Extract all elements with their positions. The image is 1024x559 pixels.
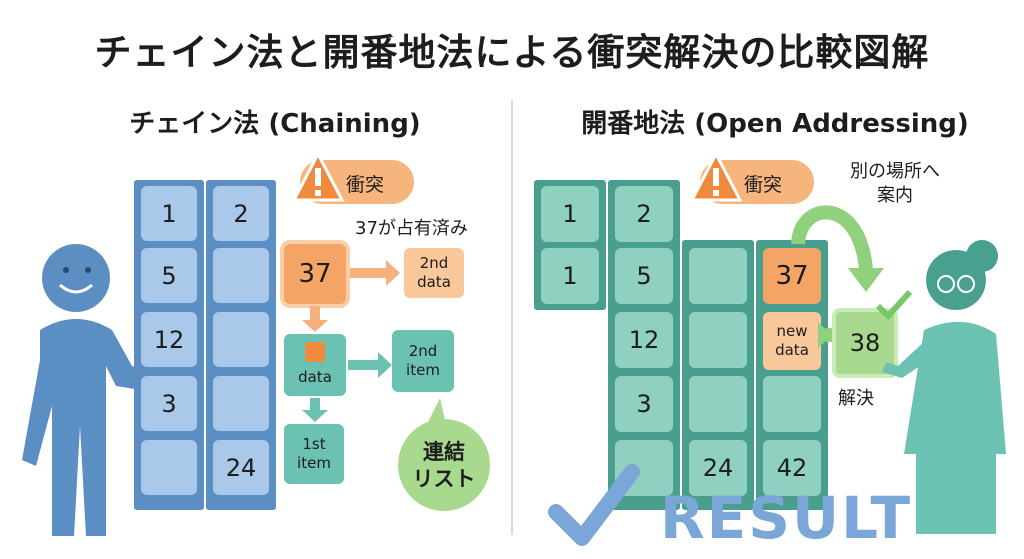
chaining-cell: 2 [213,186,269,241]
chaining-cell [213,312,269,367]
new-data-box: new data [763,312,821,370]
oa-cell: 1 [541,248,599,304]
chaining-cell: 24 [213,440,269,495]
redirect-note: 別の場所へ 案内 [850,161,940,206]
oa-cell: 2 [615,186,673,242]
oa-cell: 42 [763,440,821,496]
chaining-cell: 5 [141,248,197,303]
oa-cell: 5 [615,248,673,304]
resolved-38-box: 38 [832,308,898,378]
oa-cell: 24 [689,440,747,496]
chaining-cell [141,440,197,495]
resolved-label: 解決 [838,388,874,409]
open-addressing-heading: 開番地法 (Open Addressing) [581,109,969,139]
result-text: RESULT [660,484,913,552]
second-item-box: 2nd item [392,330,454,392]
oa-cell [689,376,747,432]
document-icon [305,342,325,362]
oa-cell [689,248,747,304]
chaining-cell: 3 [141,376,197,431]
oa-cell: 3 [615,376,673,432]
chaining-cell [213,248,269,303]
key-37-box: 37 [284,244,346,304]
chaining-cell: 1 [141,186,197,241]
oa-cell: 1 [541,186,599,242]
oa-cell [689,312,747,368]
chaining-cell [213,376,269,431]
page-title: チェイン法と開番地法による衝突解決の比較図解 [94,31,930,74]
divider [511,100,513,535]
collision-label-right: 衝突 [744,174,783,196]
occupied-note: 37が占有済み [355,218,468,239]
second-data-box: 2nd data [404,248,464,298]
data-node-label: data [298,368,332,386]
linked-list-label: 連結 リスト [412,440,476,491]
chaining-cell: 12 [141,312,197,367]
oa-key-37: 37 [763,248,821,304]
chaining-heading: チェイン法 (Chaining) [129,109,421,139]
collision-label-left: 衝突 [346,174,385,196]
oa-cell: 12 [615,312,673,368]
first-item-box: 1st item [284,424,344,484]
oa-cell [763,376,821,432]
